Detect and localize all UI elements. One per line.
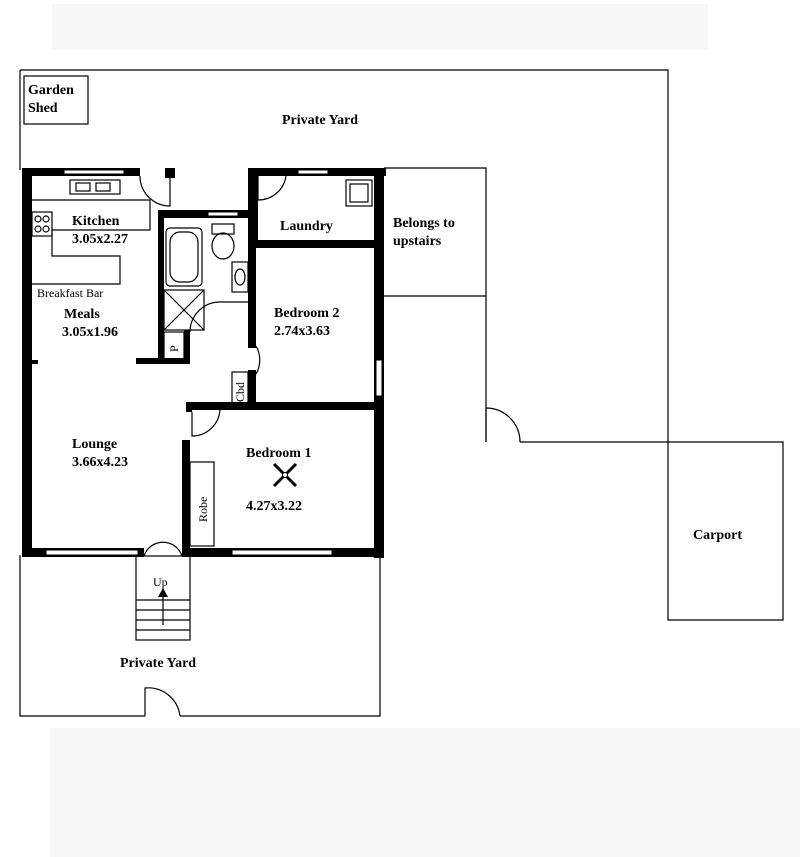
meals-size: 3.05x1.96 <box>62 325 118 340</box>
bedroom1-name: Bedroom 1 <box>246 446 311 461</box>
bottom-blank-band <box>50 728 800 857</box>
kitchen-name: Kitchen <box>72 214 120 229</box>
bathroom-fixtures <box>163 223 249 361</box>
door-swings <box>139 175 521 717</box>
property-outline <box>19 69 784 717</box>
garden-shed-label-2: Shed <box>28 101 58 116</box>
top-blank-band <box>52 4 708 50</box>
kitchen-size: 3.05x2.27 <box>72 232 128 247</box>
lounge-name: Lounge <box>72 437 117 452</box>
kitchen-fixtures <box>31 179 151 285</box>
interior-walls <box>32 210 378 548</box>
bedroom1-size: 4.27x3.22 <box>246 499 302 514</box>
private-yard-bottom-label: Private Yard <box>120 656 196 671</box>
stairs-up-label: Up <box>153 575 168 589</box>
meals-name: Meals <box>64 307 100 322</box>
cupboard <box>231 371 249 405</box>
robe-label: Robe <box>196 497 210 522</box>
windows <box>45 169 383 556</box>
belongs-upstairs-label-1: Belongs to <box>393 216 455 231</box>
garden-shed <box>23 75 89 125</box>
ceiling-fan-icon <box>272 462 298 488</box>
entry-stairs <box>135 555 191 641</box>
bedroom2-name: Bedroom 2 <box>274 306 339 321</box>
carport-label: Carport <box>693 528 742 543</box>
pantry-label: P <box>167 345 181 352</box>
laundry-tub <box>345 179 373 207</box>
private-yard-top-label: Private Yard <box>282 113 358 128</box>
lounge-size: 3.66x4.23 <box>72 455 128 470</box>
cupboard-label: Cbd <box>233 382 247 402</box>
garden-shed-label-1: Garden <box>28 83 74 98</box>
bedroom2-size: 2.74x3.63 <box>274 324 330 339</box>
laundry-label: Laundry <box>280 219 333 234</box>
belongs-upstairs-label-2: upstairs <box>393 234 442 249</box>
breakfast-bar-label: Breakfast Bar <box>37 286 103 300</box>
robe <box>189 461 215 547</box>
